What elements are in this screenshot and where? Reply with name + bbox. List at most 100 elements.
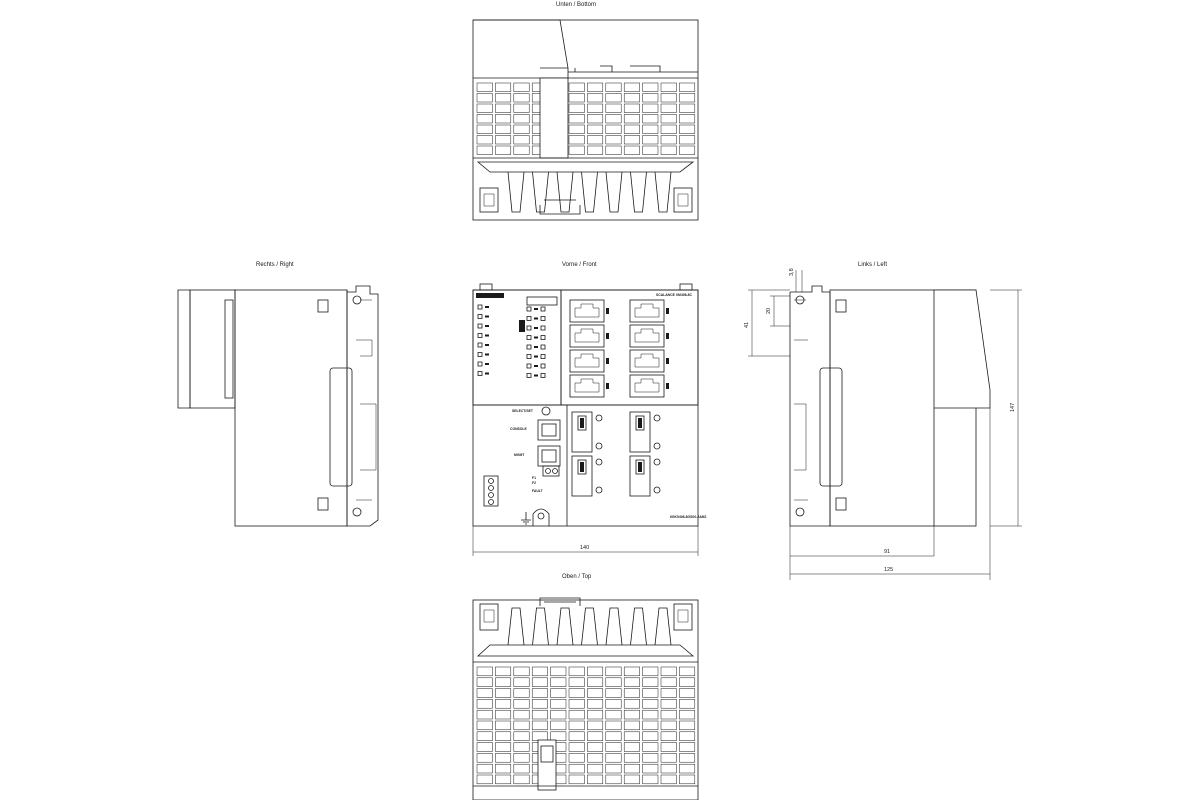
- vent-cell: [568, 145, 585, 155]
- vent-cell: [495, 124, 512, 134]
- vent-cell: [495, 82, 512, 92]
- vent-cell: [660, 720, 677, 731]
- sfp-led: [595, 486, 603, 494]
- vent-cell: [513, 688, 530, 698]
- vent-cell: [476, 763, 493, 774]
- vent-cell: [605, 699, 622, 709]
- vent-cell: [476, 135, 493, 145]
- vent-cell: [679, 774, 696, 785]
- port-number-mark: [666, 358, 669, 364]
- vent-cell: [642, 124, 659, 134]
- cooling-fin: [532, 607, 549, 646]
- status-led: [477, 314, 483, 319]
- vent-cell: [531, 699, 548, 709]
- vent-cell: [495, 763, 512, 774]
- fault-label-f1: F1: [532, 476, 536, 480]
- rj45-port-socket: [634, 328, 660, 343]
- vent-cell: [495, 666, 512, 677]
- vent-cell: [476, 720, 493, 731]
- dim-depth-125: 125: [884, 567, 893, 573]
- vent-cell: [495, 93, 512, 103]
- vent-cell: [679, 666, 696, 677]
- port-led: [540, 354, 546, 359]
- led-caption-mark: [485, 334, 489, 337]
- select-set-button[interactable]: [541, 406, 551, 416]
- view-title-bottom: Unten / Bottom: [556, 2, 596, 8]
- dim-front-width: 140: [580, 545, 589, 551]
- port-led: [526, 373, 532, 378]
- vent-cell: [679, 709, 696, 720]
- port-led: [526, 325, 532, 331]
- vent-cell: [513, 124, 530, 134]
- cooling-fin: [605, 171, 623, 213]
- vent-cell: [660, 135, 677, 145]
- right-view: [177, 285, 379, 527]
- right-side-label-slot: [329, 367, 353, 487]
- top-vent-grid: [476, 666, 696, 785]
- vent-cell: [568, 688, 585, 698]
- vent-cell: [642, 699, 659, 709]
- vent-cell: [679, 720, 696, 731]
- vent-cell: [642, 731, 659, 741]
- vent-cell: [587, 699, 604, 709]
- status-led: [477, 323, 483, 329]
- fault-connector[interactable]: [542, 465, 560, 477]
- vent-cell: [605, 720, 622, 731]
- vent-cell: [495, 774, 512, 785]
- vent-cell: [660, 688, 677, 698]
- vent-cell: [568, 135, 585, 145]
- power-terminal[interactable]: [483, 475, 499, 507]
- vent-cell: [513, 103, 530, 113]
- vent-cell: [660, 774, 677, 785]
- console-port[interactable]: [537, 419, 561, 441]
- vent-cell: [495, 688, 512, 698]
- vent-cell: [605, 688, 622, 698]
- vent-cell: [513, 709, 530, 720]
- bottom-rail-clip-left: [479, 187, 499, 213]
- vent-cell: [679, 114, 696, 124]
- vent-cell: [495, 753, 512, 763]
- vent-cell: [660, 753, 677, 763]
- vent-cell: [587, 709, 604, 720]
- port-led: [540, 363, 546, 369]
- vent-cell: [476, 666, 493, 677]
- led-caption-mark: [534, 327, 538, 329]
- vent-cell: [587, 742, 604, 752]
- vent-cell: [642, 709, 659, 720]
- vent-cell: [587, 753, 604, 763]
- vent-cell: [642, 763, 659, 774]
- vent-cell: [513, 135, 530, 145]
- vent-cell: [495, 699, 512, 709]
- status-led: [477, 352, 483, 357]
- led-column-left: [477, 304, 489, 376]
- vent-cell: [495, 742, 512, 752]
- vent-cell: [476, 688, 493, 698]
- vent-cell: [623, 709, 640, 720]
- port-number-mark: [606, 333, 609, 339]
- vent-cell: [605, 135, 622, 145]
- vent-cell: [568, 720, 585, 731]
- vent-cell: [642, 82, 659, 92]
- mgmt-port[interactable]: [537, 445, 561, 467]
- vent-cell: [679, 677, 696, 687]
- vent-cell: [513, 774, 530, 785]
- vent-cell: [679, 763, 696, 774]
- rj45-port-socket: [634, 378, 660, 393]
- vent-cell: [642, 677, 659, 687]
- led-caption-mark: [534, 346, 538, 348]
- vent-cell: [623, 774, 640, 785]
- vent-cell: [623, 114, 640, 124]
- cooling-fin: [654, 607, 672, 646]
- vent-cell: [495, 720, 512, 731]
- vent-cell: [495, 103, 512, 113]
- vent-cell: [513, 82, 530, 92]
- vent-cell: [605, 114, 622, 124]
- right-vent-bottom: [317, 497, 329, 511]
- vent-cell: [568, 699, 585, 709]
- top-rail-clip-right: [673, 603, 693, 631]
- vent-cell: [568, 103, 585, 113]
- vent-cell: [495, 135, 512, 145]
- vent-cell: [476, 124, 493, 134]
- vent-cell: [660, 124, 677, 134]
